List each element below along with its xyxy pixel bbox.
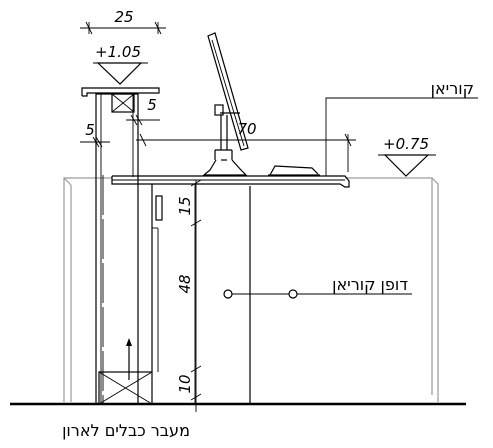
dim-side-left-value: 5 (85, 121, 95, 139)
dim-top-width (80, 21, 166, 35)
monitor (202, 32, 249, 176)
cable-arrow (126, 338, 132, 380)
level-top-value: +1.05 (95, 43, 141, 61)
dim-counter-depth (136, 133, 356, 172)
level-top-marker (93, 62, 148, 85)
dim-vertical-top-value: 15 (176, 196, 194, 215)
corian-side-label: דופן קוריאן (332, 275, 408, 294)
column (81, 87, 163, 405)
corian-leader (325, 97, 478, 176)
dim-counter-depth-value: 70 (237, 120, 256, 138)
cable-pass-label: מעבר כבלים לארון (62, 421, 190, 440)
corian-side-leader (223, 289, 412, 299)
dim-vertical-mid-value: 48 (176, 274, 194, 293)
level-counter-marker (378, 154, 436, 177)
dim-side-right (126, 114, 160, 126)
dim-vertical-bottom-value: 10 (176, 374, 194, 393)
level-counter-value: +0.75 (383, 135, 429, 153)
dim-vertical-chain (190, 179, 202, 412)
corian-top-label: קוריאן (431, 79, 474, 98)
dim-side-right-value: 5 (147, 96, 157, 114)
dim-side-left (80, 136, 110, 148)
keyboard (268, 165, 320, 176)
dim-top-width-value: 25 (114, 8, 133, 26)
counter-top (111, 175, 350, 188)
